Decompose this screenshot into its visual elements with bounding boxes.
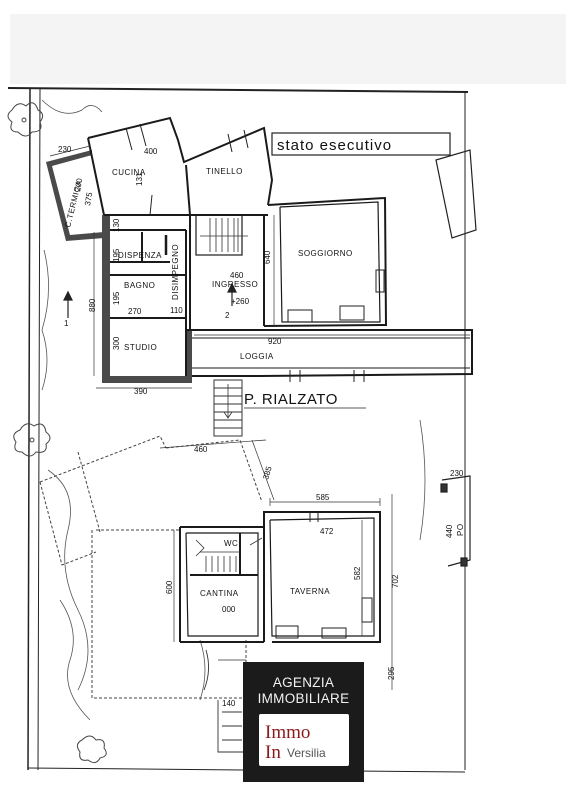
lower-stairs bbox=[195, 537, 263, 572]
dim-640: 640 bbox=[263, 250, 272, 264]
lower-ramp bbox=[203, 649, 246, 753]
dim-131: 131 bbox=[135, 172, 144, 186]
logo-mark-icon: Immo In Versilia bbox=[265, 722, 326, 763]
dim-460-a: 460 bbox=[230, 271, 244, 280]
room-label-ingresso: INGRESSO bbox=[212, 280, 258, 289]
dim-600: 600 bbox=[165, 580, 174, 594]
dim-472: 472 bbox=[320, 527, 334, 536]
logo-mark-place: Versilia bbox=[287, 746, 326, 760]
room-label-cucina: CUCINA bbox=[112, 168, 146, 177]
lower-dimension-lines bbox=[159, 439, 393, 690]
agency-logo: AGENZIA IMMOBILIARE Immo In Versilia bbox=[243, 662, 364, 782]
title-box: stato esecutivo bbox=[271, 132, 451, 156]
room-label-tinello: TINELLO bbox=[206, 167, 243, 176]
lower-footprint-dashed bbox=[39, 435, 263, 699]
dim-260: +260 bbox=[231, 297, 250, 306]
logo-mark-in: In bbox=[265, 742, 281, 763]
dim-140: 140 bbox=[222, 699, 236, 708]
section-marker-1: 1 bbox=[64, 319, 69, 328]
dim-195-b: 195 bbox=[112, 291, 121, 305]
dim-585: 585 bbox=[316, 493, 330, 502]
dim-390: 390 bbox=[134, 387, 148, 396]
upper-dimension-lines bbox=[49, 145, 470, 389]
entrance-steps bbox=[213, 379, 243, 437]
dim-460-b: 460 bbox=[194, 445, 208, 454]
dim-582: 582 bbox=[353, 566, 362, 580]
room-label-cantina: CANTINA bbox=[200, 589, 239, 598]
dim-130: 130 bbox=[112, 218, 121, 232]
dim-000: 000 bbox=[222, 605, 236, 614]
floor-label: P. RIALZATO bbox=[244, 391, 338, 408]
dim-230: 230 bbox=[58, 145, 72, 154]
sheet-frame bbox=[7, 87, 469, 773]
room-label-studio: STUDIO bbox=[124, 343, 157, 352]
dim-300: 300 bbox=[112, 336, 121, 350]
dim-270: 270 bbox=[128, 307, 142, 316]
room-label-soggiorno: SOGGIORNO bbox=[298, 249, 353, 258]
sheet-shadow bbox=[10, 14, 566, 84]
logo-line-2: IMMOBILIARE bbox=[257, 691, 350, 706]
logo-mark: Immo bbox=[265, 722, 310, 743]
window-marks bbox=[125, 123, 385, 382]
room-label-bagno: BAGNO bbox=[124, 281, 155, 290]
neighbour-building bbox=[435, 149, 477, 567]
dim-375: 375 bbox=[83, 191, 94, 206]
upper-stairs bbox=[200, 218, 248, 252]
tree-symbol bbox=[7, 102, 107, 764]
dim-230-b: 230 bbox=[450, 469, 464, 478]
plan-title: stato esecutivo bbox=[277, 137, 392, 154]
dim-200: 200 bbox=[73, 177, 84, 192]
terrain-lines bbox=[41, 99, 426, 721]
dim-702: 702 bbox=[391, 574, 400, 588]
room-label-dispenza: DISPENZA bbox=[118, 251, 162, 260]
section-marker-2: 2 bbox=[225, 311, 230, 320]
room-label-po: PO bbox=[456, 523, 465, 536]
logo-badge: Immo In Versilia bbox=[259, 714, 349, 766]
room-label-loggia: LOGGIA bbox=[240, 352, 274, 361]
room-label-disimpegno: DISIMPEGNO bbox=[171, 244, 180, 300]
dim-920: 920 bbox=[268, 337, 282, 346]
dim-195-a: 195 bbox=[112, 248, 121, 262]
section-arrows bbox=[63, 282, 237, 318]
dim-385: 385 bbox=[261, 465, 273, 481]
logo-line-1: AGENZIA bbox=[272, 675, 335, 690]
room-label-taverna: TAVERNA bbox=[290, 587, 330, 596]
dim-440: 440 bbox=[445, 524, 454, 538]
dim-295: 295 bbox=[387, 666, 396, 680]
upper-floor-walls bbox=[87, 116, 473, 377]
dim-400: 400 bbox=[144, 147, 158, 156]
lower-floor-walls bbox=[179, 511, 381, 643]
outer-wall-hatched bbox=[46, 150, 192, 383]
dim-110: 110 bbox=[170, 306, 183, 315]
dim-880: 880 bbox=[88, 298, 97, 312]
room-label-wc: WC bbox=[224, 539, 238, 548]
